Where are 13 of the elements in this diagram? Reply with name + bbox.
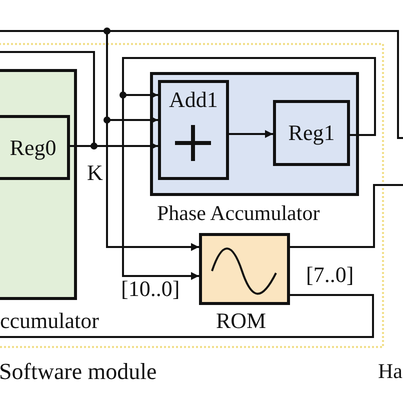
register-box	[0, 115, 70, 180]
register-box	[273, 100, 350, 166]
block-label: Add1	[168, 89, 219, 111]
block-label: Reg0	[8, 136, 58, 158]
arrow	[122, 57, 376, 280]
block-label: Reg1	[287, 122, 336, 144]
module-label: ROM	[216, 310, 266, 332]
module-label: ccumulator	[0, 310, 99, 332]
adder-box	[158, 80, 229, 180]
edge-label: [10..0]	[121, 278, 180, 300]
module-label: Phase Accumulator	[157, 203, 320, 224]
edge-label: [7..0]	[306, 264, 354, 286]
arrow	[229, 130, 273, 138]
